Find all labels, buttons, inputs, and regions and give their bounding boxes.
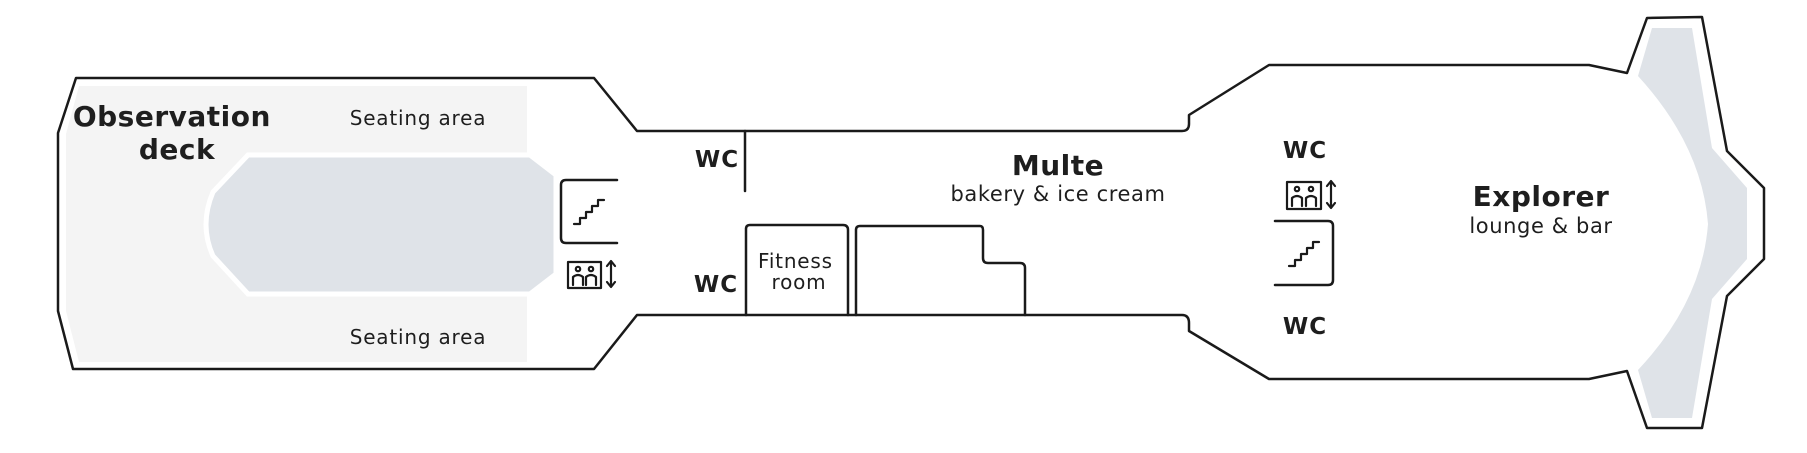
seating-area-top-label: Seating area — [350, 106, 487, 130]
multe-counter-wall — [854, 224, 1027, 317]
ship-outline — [56, 15, 1766, 430]
wc-label: WC — [694, 272, 738, 298]
observation-deck-label: Observation deck — [73, 100, 281, 166]
seating-area-bottom-label: Seating area — [350, 325, 487, 349]
wc-label: WC — [1283, 314, 1327, 340]
wc-label: WC — [695, 147, 739, 173]
fitness-room-wall — [744, 223, 850, 317]
elevator-icon[interactable] — [566, 259, 617, 290]
wc-label: WC — [1283, 138, 1327, 164]
observation-zone — [203, 152, 559, 297]
explorer-title: Explorer — [1473, 180, 1610, 213]
explorer-zone — [1638, 28, 1747, 418]
elevator-icon[interactable] — [1285, 179, 1337, 211]
fitness-room-label: Fitness room — [758, 249, 840, 294]
multe-title: Multe — [1012, 149, 1104, 182]
stairs-icon[interactable] — [559, 178, 619, 245]
stairs-icon[interactable] — [1273, 219, 1335, 287]
multe-subtitle: bakery & ice cream — [950, 182, 1165, 206]
explorer-subtitle: lounge & bar — [1469, 214, 1612, 238]
